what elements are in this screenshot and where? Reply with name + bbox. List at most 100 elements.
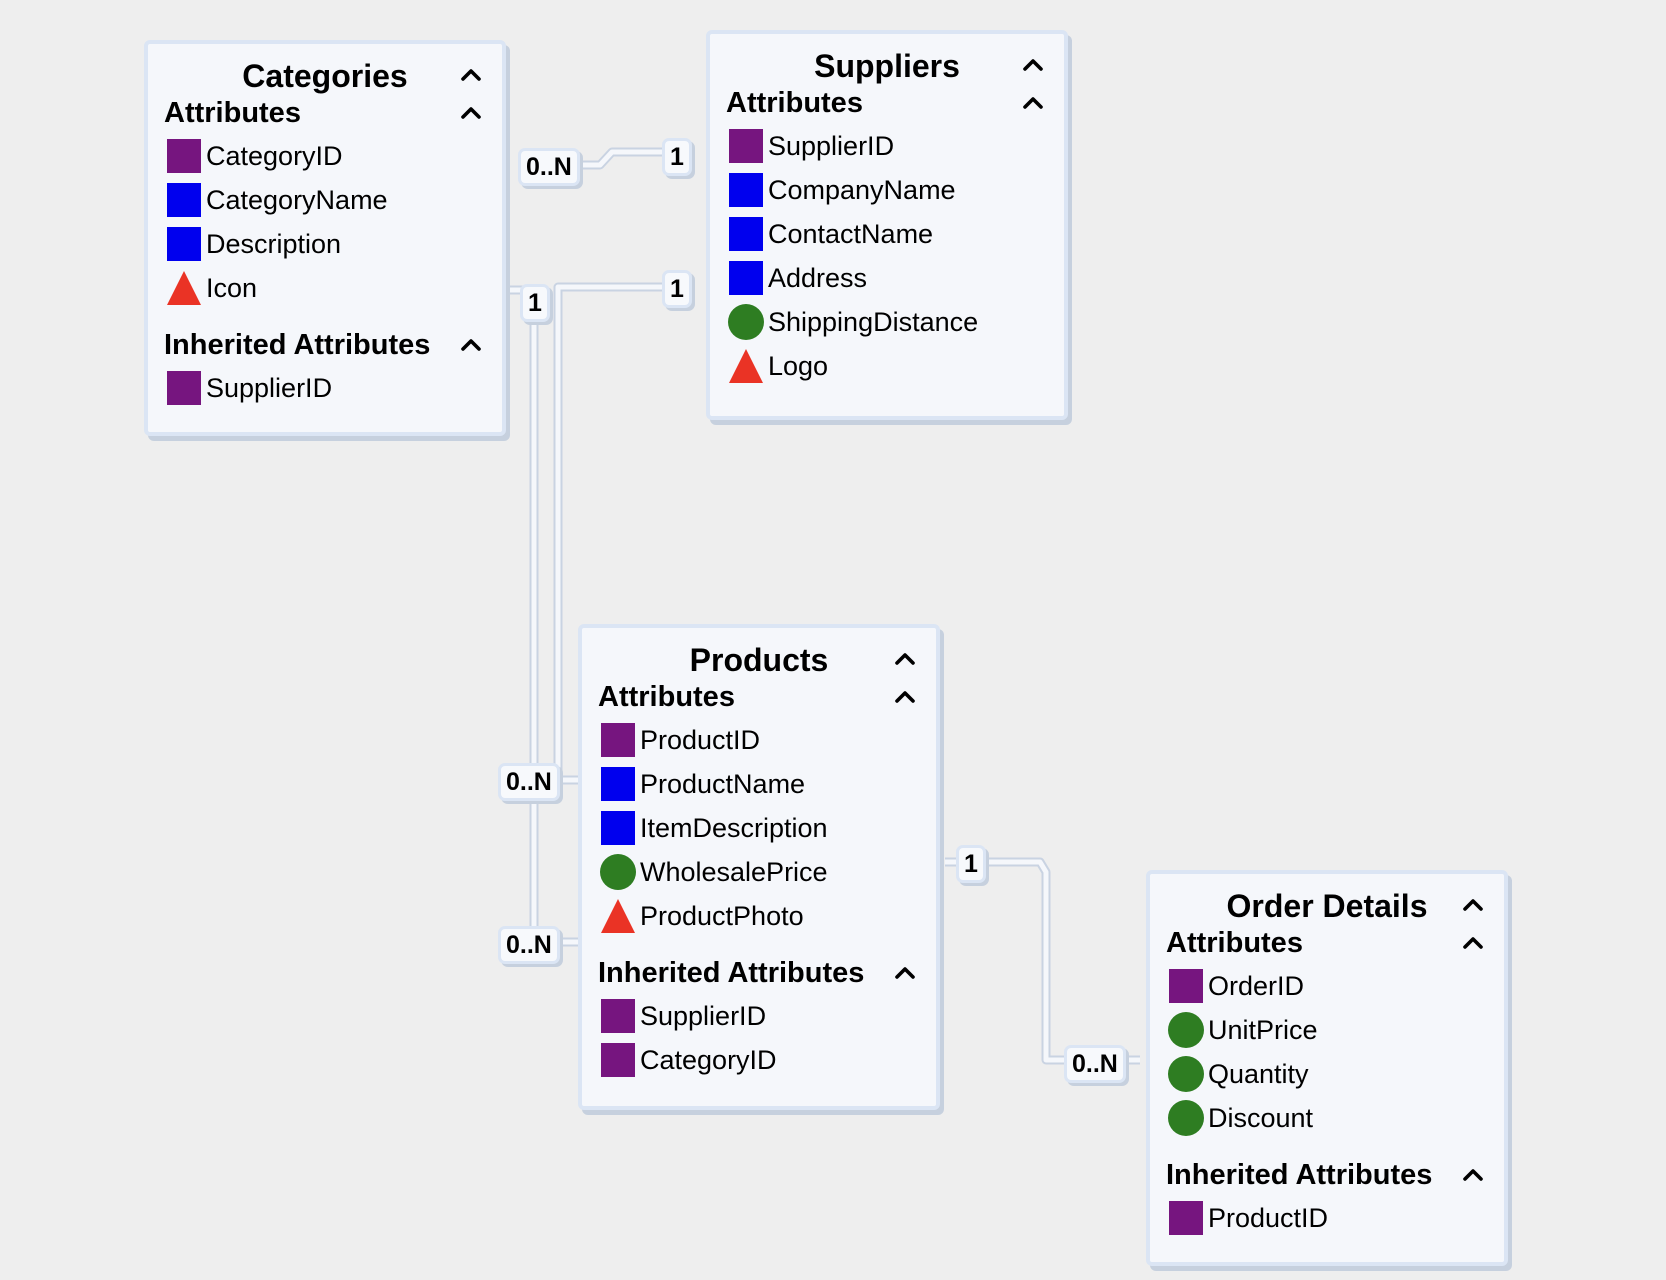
inherited-attributes-section: Inherited Attributes SupplierID Category…: [582, 952, 936, 1082]
attribute-row[interactable]: Description: [148, 222, 502, 266]
attribute-name: Address: [768, 262, 868, 293]
entity-title: Categories: [242, 58, 408, 94]
entity-order-details[interactable]: Order Details Attributes OrderID UnitPri…: [1146, 870, 1508, 1266]
entity-header: Products: [582, 628, 936, 678]
attribute-row[interactable]: UnitPrice: [1150, 1008, 1504, 1052]
purple-square-icon: [600, 722, 636, 758]
attribute-row[interactable]: SupplierID: [582, 994, 936, 1038]
entity-title: Suppliers: [814, 48, 960, 84]
attribute-row[interactable]: CompanyName: [710, 168, 1064, 212]
text-swatch: [167, 227, 201, 261]
entity-products[interactable]: Products Attributes ProductID ProductNam…: [578, 624, 940, 1110]
attributes-section: Attributes CategoryID CategoryName Descr…: [148, 92, 502, 310]
collapse-chevron-up-icon[interactable]: [894, 650, 916, 666]
number-swatch: [600, 854, 636, 890]
text-swatch: [729, 261, 763, 295]
link-products-order-details[interactable]: [945, 857, 1140, 1065]
attribute-name: SupplierID: [206, 372, 333, 403]
attributes-section: Attributes SupplierID CompanyName Contac…: [710, 82, 1064, 388]
collapse-chevron-up-icon[interactable]: [894, 688, 916, 704]
attribute-name: WholesalePrice: [640, 856, 828, 887]
attribute-name: CategoryID: [640, 1044, 777, 1075]
spacer: [1150, 1140, 1504, 1154]
inherited-attributes-section: Inherited Attributes ProductID: [1150, 1154, 1504, 1240]
attribute-name: Logo: [768, 350, 829, 381]
collapse-chevron-up-icon[interactable]: [460, 336, 482, 352]
collapse-chevron-up-icon[interactable]: [1462, 1166, 1484, 1182]
entity-header: Order Details: [1150, 874, 1504, 924]
red-triangle-icon: [728, 348, 764, 384]
attribute-name: Quantity: [1208, 1058, 1309, 1089]
multiplicity-label: 1: [662, 270, 692, 308]
attribute-row[interactable]: ProductName: [582, 762, 936, 806]
key-swatch: [167, 371, 201, 405]
blue-square-icon: [166, 226, 202, 262]
section-label: Attributes: [1166, 927, 1303, 959]
attribute-row[interactable]: Discount: [1150, 1096, 1504, 1140]
number-swatch: [1168, 1012, 1204, 1048]
attribute-row[interactable]: ItemDescription: [582, 806, 936, 850]
purple-square-icon: [600, 998, 636, 1034]
attributes-section: Attributes ProductID ProductName ItemDes…: [582, 676, 936, 938]
section-label: Inherited Attributes: [164, 329, 431, 361]
attribute-row[interactable]: CategoryID: [582, 1038, 936, 1082]
attribute-row[interactable]: OrderID: [1150, 964, 1504, 1008]
entity-title: Products: [689, 642, 829, 678]
attribute-name: ShippingDistance: [768, 306, 979, 337]
link-categories-products-inner: [510, 287, 578, 945]
attribute-row[interactable]: Quantity: [1150, 1052, 1504, 1096]
green-circle-icon: [1168, 1056, 1204, 1092]
attributes-section: Attributes OrderID UnitPrice Quantity Di…: [1150, 922, 1504, 1140]
attribute-name: ProductID: [1208, 1202, 1329, 1233]
attribute-row[interactable]: ProductPhoto: [582, 894, 936, 938]
attribute-row[interactable]: Address: [710, 256, 1064, 300]
collapse-chevron-up-icon[interactable]: [1462, 896, 1484, 912]
entity-categories[interactable]: Categories Attributes CategoryID Categor…: [144, 40, 506, 436]
collapse-chevron-up-icon[interactable]: [894, 964, 916, 980]
green-circle-icon: [728, 304, 764, 340]
attribute-name: SupplierID: [640, 1000, 767, 1031]
text-swatch: [601, 767, 635, 801]
collapse-chevron-up-icon[interactable]: [460, 66, 482, 82]
link-suppliers-products-inner: [555, 284, 680, 783]
key-swatch: [601, 723, 635, 757]
multiplicity-label: 0..N: [498, 926, 560, 964]
attribute-row[interactable]: SupplierID: [148, 366, 502, 410]
attribute-row[interactable]: ShippingDistance: [710, 300, 1064, 344]
collapse-chevron-up-icon[interactable]: [1022, 56, 1044, 72]
multiplicity-label: 0..N: [518, 148, 580, 186]
inherited-attributes-section: Inherited Attributes SupplierID: [148, 324, 502, 410]
attribute-row[interactable]: Logo: [710, 344, 1064, 388]
link-categories-products[interactable]: [510, 285, 578, 947]
multiplicity-label: 0..N: [498, 763, 560, 801]
attribute-row[interactable]: CategoryName: [148, 178, 502, 222]
blue-square-icon: [728, 216, 764, 252]
multiplicity-label: 0..N: [1064, 1045, 1126, 1083]
attribute-name: UnitPrice: [1208, 1014, 1318, 1045]
purple-square-icon: [600, 1042, 636, 1078]
multiplicity-label: 1: [956, 845, 986, 883]
attribute-row[interactable]: SupplierID: [710, 124, 1064, 168]
spacer: [148, 310, 502, 324]
collapse-chevron-up-icon[interactable]: [1022, 94, 1044, 110]
key-swatch: [729, 129, 763, 163]
section-label: Inherited Attributes: [598, 957, 865, 989]
attribute-row[interactable]: ProductID: [1150, 1196, 1504, 1240]
attribute-row[interactable]: WholesalePrice: [582, 850, 936, 894]
attribute-row[interactable]: Icon: [148, 266, 502, 310]
attribute-name: Discount: [1208, 1102, 1314, 1133]
number-swatch: [728, 304, 764, 340]
attribute-name: ProductPhoto: [640, 900, 804, 931]
attribute-row[interactable]: ContactName: [710, 212, 1064, 256]
multiplicity-label: 1: [662, 138, 692, 176]
number-swatch: [1168, 1100, 1204, 1136]
entity-header: Categories: [148, 44, 502, 94]
spacer: [582, 938, 936, 952]
section-label: Attributes: [164, 97, 301, 129]
collapse-chevron-up-icon[interactable]: [1462, 934, 1484, 950]
entity-suppliers[interactable]: Suppliers Attributes SupplierID CompanyN…: [706, 30, 1068, 420]
attribute-row[interactable]: ProductID: [582, 718, 936, 762]
collapse-chevron-up-icon[interactable]: [460, 104, 482, 120]
attribute-row[interactable]: CategoryID: [148, 134, 502, 178]
green-circle-icon: [1168, 1100, 1204, 1136]
